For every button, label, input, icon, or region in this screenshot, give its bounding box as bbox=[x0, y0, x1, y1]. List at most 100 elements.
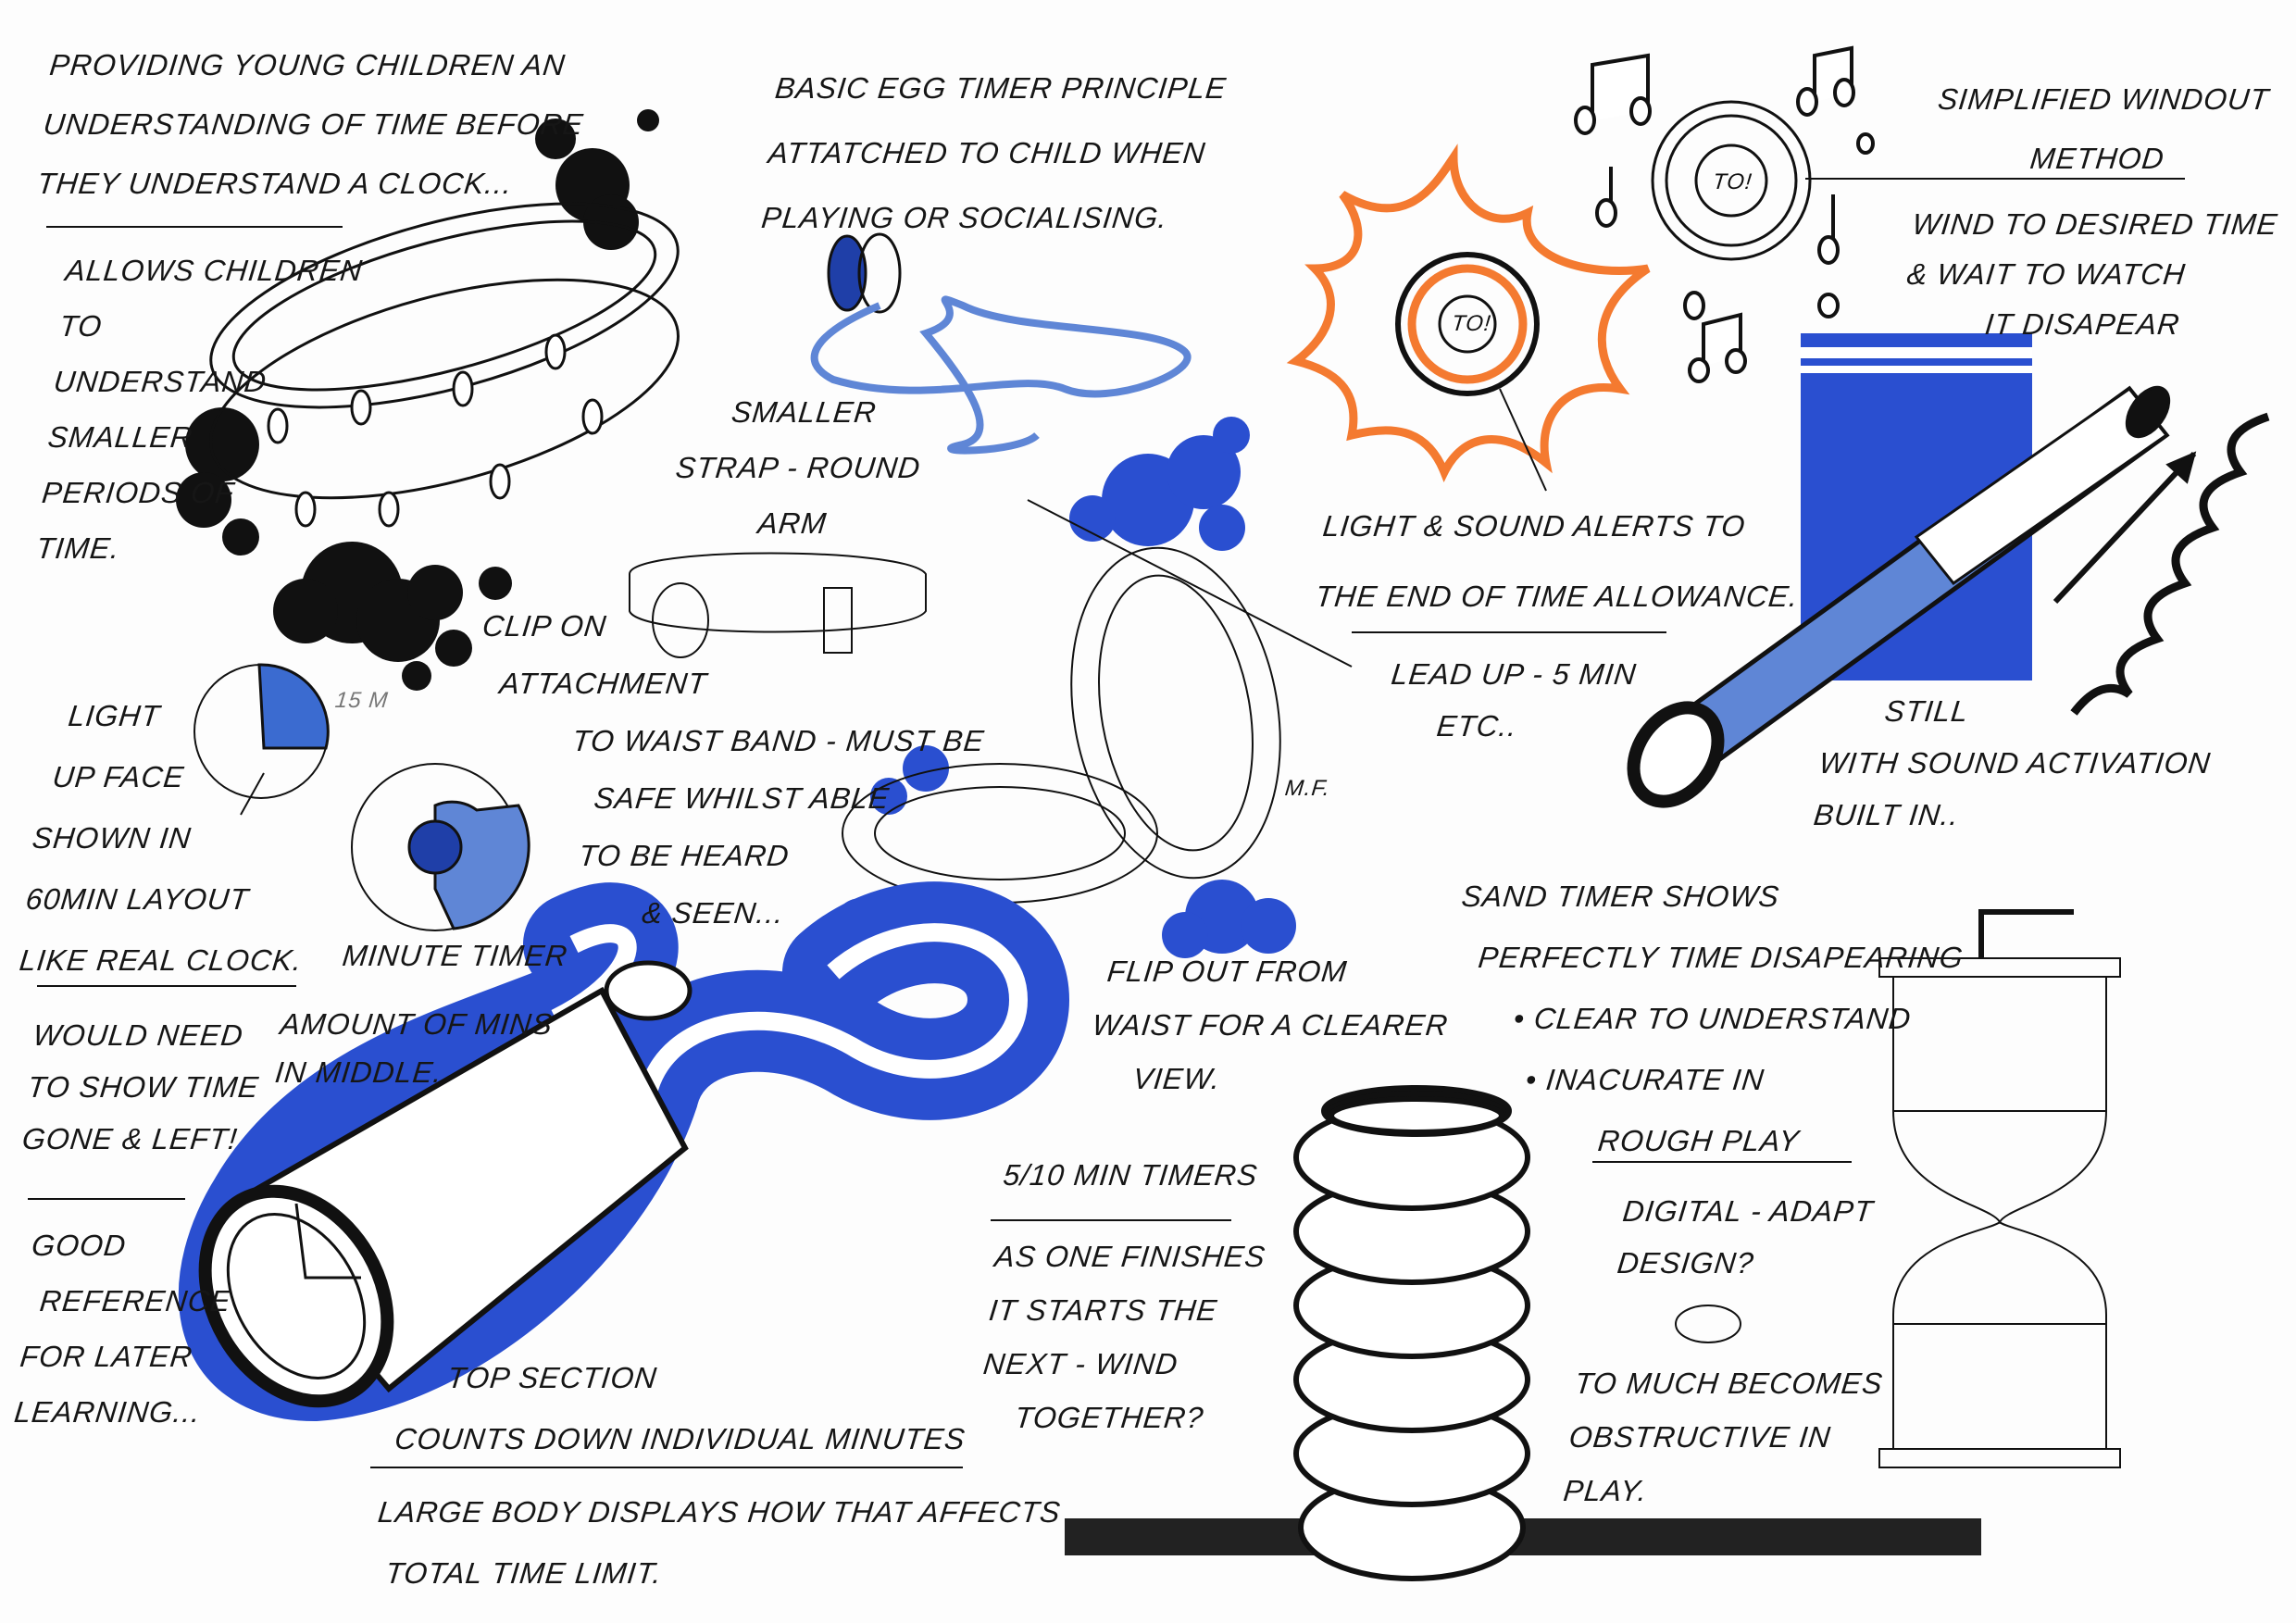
note-line: Sand timer shows bbox=[1459, 880, 1781, 913]
note-line: like real clock. bbox=[18, 943, 305, 977]
note-line: 60min layout bbox=[24, 882, 251, 916]
note-line: safe whilst able bbox=[592, 781, 892, 815]
note-line: obstructive in bbox=[1567, 1420, 1833, 1454]
stacked-timers-note: 5/10 min timers as one finishes it start… bbox=[975, 1148, 1277, 1444]
note-line: smaller bbox=[45, 420, 195, 454]
note-line: periods of bbox=[40, 476, 236, 509]
note-line: Amount of mins bbox=[278, 1007, 555, 1041]
note-line: in middle. bbox=[273, 1055, 444, 1089]
note-line: to waist band - must be bbox=[570, 724, 987, 757]
note-line: To much becomes bbox=[1573, 1367, 1885, 1400]
note-line: Light & sound alerts to bbox=[1321, 509, 1748, 543]
note-line: Smaller bbox=[730, 395, 879, 429]
note-line: Simplified windout bbox=[1936, 82, 2271, 116]
note-line: design? bbox=[1616, 1246, 1756, 1280]
leadup-note: Lead up - 5 min etc.. bbox=[1383, 648, 1639, 752]
note-line: waist for a clearer bbox=[1091, 1008, 1450, 1042]
alerts-note: Light & sound alerts to the end of time … bbox=[1312, 491, 1809, 631]
note-line: playing or socialising. bbox=[759, 201, 1170, 234]
note-line: play. bbox=[1562, 1474, 1650, 1507]
note-line: next - wind bbox=[981, 1347, 1180, 1380]
note-line: gone & left! bbox=[20, 1122, 240, 1155]
allows-note: Allows children to understand smaller pe… bbox=[33, 243, 366, 576]
intro-note: Providing young children an understandin… bbox=[34, 35, 593, 213]
large-timer-sketch bbox=[178, 881, 1070, 1422]
ink-splats bbox=[176, 109, 659, 691]
note-line: Basic egg timer principle bbox=[773, 71, 1229, 105]
note-line: understanding of time before bbox=[42, 107, 586, 141]
obstructive-note: To much becomes obstructive in play. bbox=[1561, 1356, 1886, 1517]
note-line: perfectly time disapearing bbox=[1477, 941, 1965, 974]
note-line: attachment bbox=[497, 667, 709, 700]
note-line: method bbox=[2028, 142, 2166, 175]
egg-timer-cord-sketch bbox=[810, 232, 1192, 455]
note-line: & wait to watch bbox=[1905, 257, 2188, 291]
note-line: Providing young children an bbox=[47, 48, 568, 81]
note-line: • clear to understand bbox=[1512, 1002, 1914, 1035]
face-text-2: TO! bbox=[1711, 169, 1754, 194]
note-line: up face bbox=[51, 760, 186, 793]
note-line: Good bbox=[30, 1229, 129, 1262]
note-line: reference bbox=[38, 1284, 233, 1317]
note-line: Wind to desired time bbox=[1910, 207, 2280, 241]
flip-out-note: Flip out from waist for a clearer view. bbox=[1084, 944, 1456, 1105]
note-line: with sound activation bbox=[1817, 746, 2213, 780]
digital-note: Digital - adapt design? bbox=[1615, 1185, 1876, 1289]
waist-clip-sketch bbox=[629, 552, 927, 658]
note-line: Top section bbox=[445, 1361, 659, 1394]
light-alert-sketch bbox=[1286, 100, 1812, 492]
bracelet-sketch bbox=[209, 202, 680, 528]
note-line: Still bbox=[1882, 694, 1971, 728]
pie-label: 15 M bbox=[333, 688, 390, 713]
note-line: to show time bbox=[26, 1070, 261, 1104]
note-line: Light bbox=[66, 699, 163, 732]
note-line: it disapear bbox=[1983, 307, 2182, 341]
note-line: Lead up - 5 min bbox=[1390, 657, 1639, 691]
face-text: TO! bbox=[1450, 311, 1493, 336]
note-line: arm bbox=[755, 506, 829, 540]
would-need-note: Would need to show time gone & left! bbox=[19, 1009, 267, 1165]
minute-timer-label: Minute timer bbox=[341, 939, 569, 972]
note-line: etc.. bbox=[1435, 709, 1519, 743]
note-line: 5/10 min timers bbox=[1001, 1158, 1260, 1192]
large-body-note: Large body displays how that affects tot… bbox=[368, 1481, 1064, 1604]
egg-timer-note: Basic egg timer principle attatched to c… bbox=[758, 56, 1229, 250]
note-line: learning... bbox=[12, 1395, 203, 1429]
windout-tube-sketch bbox=[1627, 333, 2270, 808]
note-line: to be heard bbox=[577, 839, 792, 872]
note-line: the end of time allowance. bbox=[1314, 580, 1801, 613]
minute-timer-pie bbox=[351, 763, 530, 931]
note-line: total time limit. bbox=[383, 1556, 664, 1590]
note-line: time. bbox=[34, 531, 122, 565]
note-line: built in.. bbox=[1812, 798, 1961, 831]
note-line: they understand a clock... bbox=[35, 167, 515, 200]
reference-note: Good reference for later learning... bbox=[11, 1217, 240, 1440]
sand-timer-sketch bbox=[1878, 909, 2121, 1468]
note-line: counts down individual minutes bbox=[393, 1422, 967, 1455]
note-line: for later bbox=[18, 1340, 194, 1373]
sand-timer-note: Sand timer shows perfectly time disapear… bbox=[1433, 866, 1974, 1171]
note-line: strap - round bbox=[674, 451, 923, 484]
note-line: attatched to child when bbox=[767, 136, 1208, 169]
note-line: as one finishes bbox=[992, 1240, 1267, 1273]
note-line: together? bbox=[1013, 1401, 1206, 1434]
note-line: rough play bbox=[1596, 1124, 1802, 1157]
clip-on-note: Clip on attachment to waist band - must … bbox=[449, 597, 999, 942]
still-note: Still with sound activation built in.. bbox=[1811, 685, 2218, 841]
note-line: view. bbox=[1131, 1062, 1223, 1095]
note-line: it starts the bbox=[987, 1293, 1219, 1327]
top-section-note: Top section counts down individual minut… bbox=[392, 1347, 975, 1469]
note-line: Would need bbox=[31, 1018, 245, 1052]
initials: M.F. bbox=[1283, 776, 1332, 801]
light-up-face-note: Light up face shown in 60min layout like… bbox=[17, 685, 331, 991]
note-line: • inacurate in bbox=[1524, 1063, 1766, 1096]
simplified-note: Simplified windout method bbox=[1928, 69, 2272, 188]
stacked-timers-sketch bbox=[1065, 1085, 1981, 1581]
note-line: Allows children bbox=[63, 254, 365, 287]
strap-note: Smaller strap - round arm bbox=[668, 384, 930, 551]
dividers bbox=[28, 178, 2185, 1468]
note-line: Digital - adapt bbox=[1621, 1194, 1876, 1228]
note-line: shown in bbox=[31, 821, 193, 855]
music-notes bbox=[1574, 45, 1875, 383]
